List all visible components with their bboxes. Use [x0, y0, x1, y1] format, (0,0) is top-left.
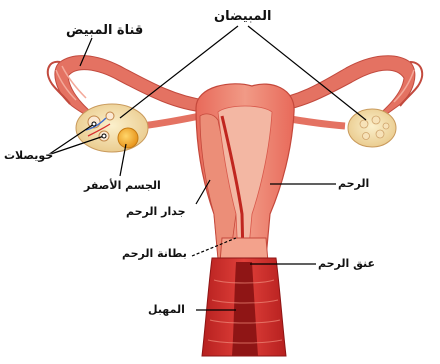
ovary-left [76, 104, 148, 152]
label-uterus: الرحم [338, 178, 369, 189]
label-fallopian-tube: قناة المبيض [66, 24, 143, 37]
label-ovaries: المبيضان [214, 10, 271, 23]
follicle [106, 112, 114, 120]
label-follicles: حويصلات [4, 150, 53, 161]
label-vagina: المهبل [148, 304, 185, 315]
label-endometrium: بطانة الرحم [122, 248, 187, 259]
ovary-right [348, 109, 396, 147]
uterus [196, 84, 294, 262]
ovarian-ligament-left [140, 116, 200, 126]
label-uterine-wall: جدار الرحم [126, 206, 186, 217]
label-corpus-luteum: الجسم الأصفر [84, 180, 161, 191]
vagina [202, 258, 286, 356]
label-cervix: عنق الرحم [318, 258, 375, 269]
corpus-luteum [118, 128, 138, 148]
